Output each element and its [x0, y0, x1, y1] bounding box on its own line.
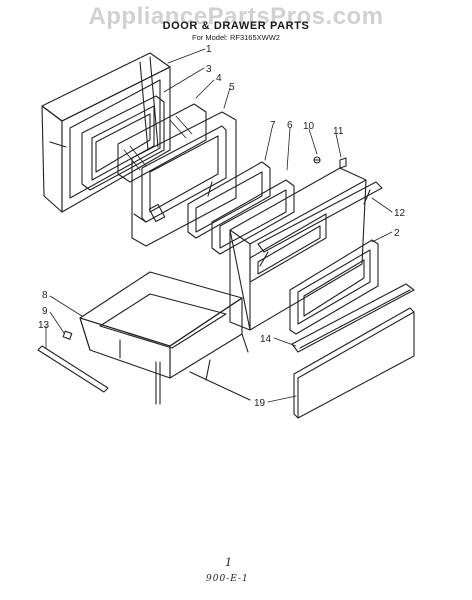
callout-12: 12	[394, 208, 406, 219]
diagram-title: DOOR & DRAWER PARTS	[162, 20, 310, 32]
page-number: 1	[225, 556, 232, 569]
callout-19: 19	[254, 398, 266, 409]
callout-7: 7	[270, 120, 276, 131]
part-1-outer-door-panel	[41, 52, 171, 213]
callout-2: 2	[394, 228, 400, 239]
callout-8: 8	[42, 290, 48, 301]
part-7-window-frame	[187, 161, 271, 239]
part-19-drawer-front	[293, 307, 415, 419]
part-11-clip	[339, 157, 347, 169]
part-12-door-handle	[257, 181, 383, 267]
callout-1: 1	[206, 44, 212, 55]
part-8-drawer-body	[79, 271, 251, 405]
callout-13: 13	[38, 320, 50, 331]
part-14-drawer-trim	[291, 283, 415, 353]
model-label: For Model: RF3165XWW2	[192, 33, 280, 42]
leader-lines	[45, 48, 393, 403]
part-5-door-liner	[131, 111, 237, 247]
part-10-screw	[313, 156, 321, 164]
callout-4: 4	[216, 73, 222, 84]
callout-6: 6	[287, 120, 293, 131]
callout-9: 9	[42, 306, 48, 317]
callout-3: 3	[206, 64, 212, 75]
callout-11: 11	[333, 126, 344, 137]
page-code: 900-E-1	[206, 574, 249, 584]
part-9-drawer-clip	[62, 330, 73, 340]
watermark: AppliancePartsPros.com	[88, 3, 384, 30]
part-3-glass-frame	[81, 95, 165, 191]
callout-5: 5	[229, 82, 235, 93]
part-6-gasket	[211, 179, 295, 255]
callout-10: 10	[303, 121, 315, 132]
callout-14: 14	[260, 334, 272, 345]
part-13-drawer-rail	[37, 345, 109, 393]
